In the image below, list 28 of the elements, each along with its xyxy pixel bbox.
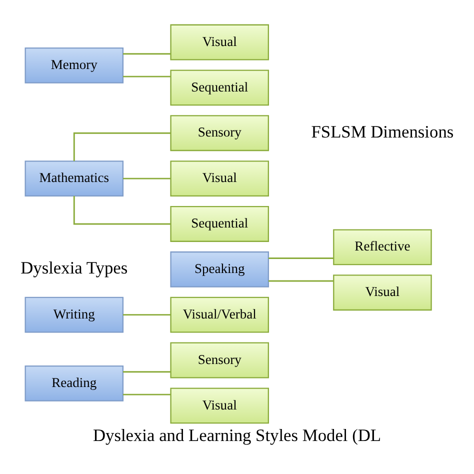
node-box: Visual xyxy=(170,387,269,424)
node-box: Sequential xyxy=(170,205,269,242)
connector xyxy=(73,132,171,161)
node-box: Visual xyxy=(333,274,432,310)
node-box: Speaking xyxy=(170,250,269,287)
connector xyxy=(122,314,171,316)
connector xyxy=(122,75,171,77)
node-box: Sequential xyxy=(170,69,269,106)
connector xyxy=(122,393,171,395)
caption: Dyslexia and Learning Styles Model (DL xyxy=(92,425,382,444)
node-box: Sensory xyxy=(170,342,269,378)
node-box: Reading xyxy=(24,364,124,401)
node-box: Mathematics xyxy=(24,160,124,196)
label: Dyslexia Types xyxy=(20,258,128,278)
connector xyxy=(122,370,171,372)
node-box: Visual xyxy=(170,24,269,60)
node-box: Visual xyxy=(170,160,269,196)
node-box: Visual/Verbal xyxy=(170,296,269,332)
connector xyxy=(122,177,171,179)
node-box: Sensory xyxy=(170,114,269,151)
node-box: Writing xyxy=(24,296,124,332)
node-box: Memory xyxy=(24,46,124,83)
label: FSLSM Dimensions xyxy=(311,122,454,141)
node-box: Reflective xyxy=(333,228,432,265)
connector xyxy=(73,195,171,224)
connector xyxy=(122,52,171,54)
connector xyxy=(268,257,334,258)
connector xyxy=(268,280,334,282)
